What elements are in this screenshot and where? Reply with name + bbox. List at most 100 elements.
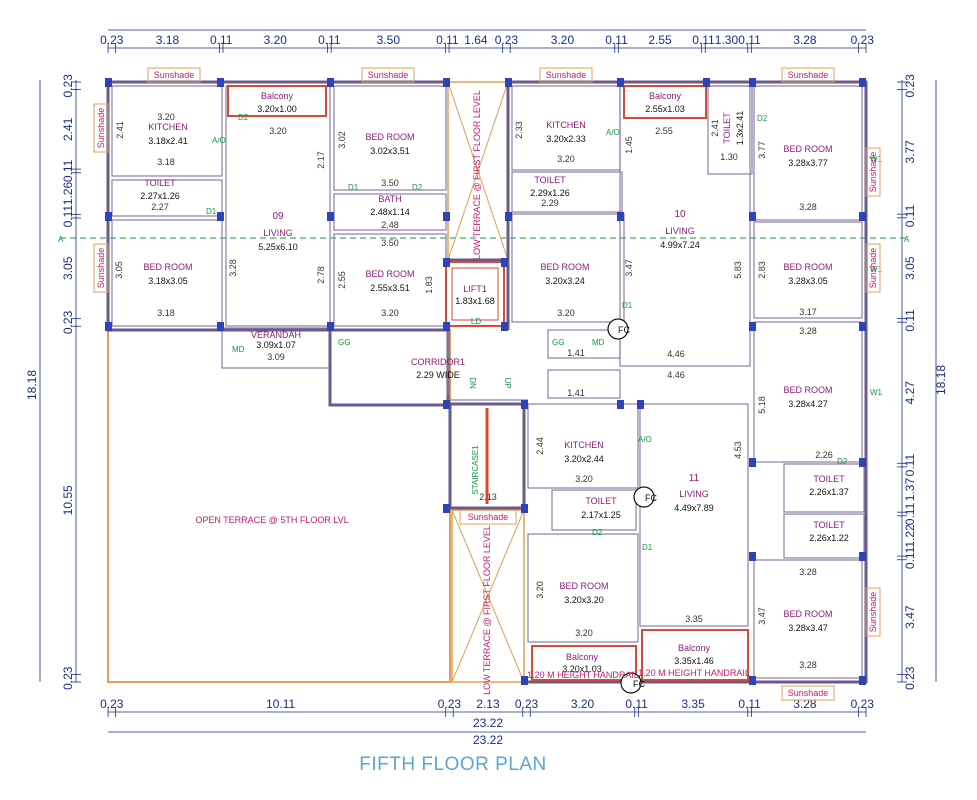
dim-k1b: 3.18: [157, 157, 175, 167]
right-dim-12: 0.23: [903, 666, 917, 690]
kitchen2-size: 3.20x2.33: [546, 134, 586, 144]
column-15: [749, 212, 756, 221]
bottom-dim-3: 2.13: [476, 697, 500, 711]
right-dim-5: 4.27: [903, 381, 917, 405]
toilet1-name: TOILET: [144, 178, 176, 188]
unit-11-number: 11: [689, 473, 700, 484]
right-dim-2: 0.11: [903, 204, 917, 227]
dim-corr-w-1: 1.41: [567, 348, 585, 358]
md-label-2: MD: [232, 345, 245, 354]
right-dim-1: 3.77: [903, 140, 917, 164]
top-dim-1: 3.18: [156, 33, 180, 47]
sunshade-4: Sunshade: [788, 70, 829, 80]
bottom-dim-1: 10.11: [266, 697, 295, 711]
sunshade-8: Sunshade: [868, 248, 878, 289]
dim-bed9b: 3.28: [799, 660, 817, 670]
balcony1-name: Balcony: [261, 91, 294, 101]
dim-corr-w-2: 1.41: [567, 388, 585, 398]
balcony2-size: 2.55x1.03: [645, 104, 685, 114]
dim-bed2v: 3.05: [114, 261, 124, 279]
dim-t2w: 1.30: [720, 152, 738, 162]
column-21: [501, 258, 508, 267]
top-dim-14: 0.11: [738, 33, 761, 47]
dim-k1h: 2.41: [115, 121, 125, 139]
bed4-size: 3.28x3.77: [788, 158, 828, 168]
kitchen1-size: 3.18x2.41: [148, 136, 188, 146]
toilet2-name: TOILET: [722, 112, 732, 144]
verandah-size: 3.09x1.07: [256, 340, 296, 350]
balcony3-size: 3.20x1.03: [562, 664, 602, 674]
left-dim-5: 3.05: [61, 256, 75, 280]
dim-bed8v: 3.20: [535, 581, 545, 599]
w1-label-1: W1: [870, 155, 883, 164]
top-dim-7: 1.64: [464, 33, 488, 47]
ao-label-2: A/O: [212, 136, 226, 145]
misc-labels: STAIRCASE1 DN UP LD GG GG MD MD A/O A/O …: [206, 113, 883, 552]
dim-bed1w: 3.50: [381, 178, 399, 188]
toilet1-size: 2.27x1.26: [140, 191, 180, 201]
bed3-size: 2.55x3.51: [370, 283, 410, 293]
top-dim-11: 2.55: [648, 33, 672, 47]
column-28: [521, 400, 528, 409]
balcony4-size: 3.35x1.46: [674, 656, 714, 666]
sunshade-9: Sunshade: [868, 592, 878, 633]
dim-t1b: 2.27: [151, 202, 169, 212]
column-11: [327, 212, 334, 221]
dim-bed8b: 3.20: [575, 628, 593, 638]
bottom-dim-0: 0.23: [100, 697, 124, 711]
open-terrace-label: OPEN TERRACE @ 5TH FLOOR LVL: [195, 515, 348, 525]
column-16: [859, 212, 866, 221]
column-19: [327, 322, 334, 331]
living9-name: LIVING: [263, 228, 293, 238]
column-18: [217, 322, 224, 331]
top-dim-9: 3.20: [551, 33, 575, 47]
sunshade-7: Sunshade: [868, 152, 878, 193]
d2-label-1: D2: [238, 113, 249, 122]
bottom-dim-2: 0.23: [438, 697, 462, 711]
column-23: [501, 322, 508, 331]
lift-name: LIFT1: [463, 284, 487, 294]
top-dim-6: 0.11: [436, 33, 459, 47]
ao-label-1: A/O: [638, 435, 652, 444]
bed8-size: 3.20x3.20: [564, 595, 604, 605]
sunshade-10: Sunshade: [788, 688, 829, 698]
dim-k2v: 2.33: [514, 121, 524, 139]
column-7: [749, 78, 756, 87]
dim-bed9w: 3.28: [799, 567, 817, 577]
toilet6-size: 2.26x1.22: [809, 533, 849, 543]
dim-liv9v3: 2.17: [316, 151, 326, 169]
column-20: [443, 258, 450, 267]
dim-bed4b: 3.28: [799, 202, 817, 212]
column-30: [637, 400, 644, 409]
bath1-size: 2.48x1.14: [370, 207, 410, 217]
corridor-size: 2.29 WIDE: [416, 370, 460, 380]
kitchen3-name: KITCHEN: [564, 440, 604, 450]
right-dim-4: 0.11: [903, 309, 917, 332]
md-label-1: MD: [592, 338, 605, 347]
d1-label-1: D1: [348, 183, 359, 192]
dim-k3v: 2.44: [535, 437, 545, 455]
d1-label-2: D1: [206, 207, 217, 216]
bottom-dim-9: 3.28: [793, 697, 817, 711]
right-dimension-chain: 0.233.770.113.050.114.270.111.370.111.22…: [897, 74, 948, 690]
dim-k2b: 3.20: [557, 154, 575, 164]
toilet3-size: 2.29x1.26: [530, 188, 570, 198]
right-dim-6: 0.11: [903, 454, 917, 477]
bottom-dim-10: 0.23: [851, 697, 875, 711]
column-4: [505, 78, 512, 87]
w1-label-2: W1: [870, 265, 883, 274]
dim-liv11v: 4.53: [733, 441, 743, 459]
kitchen3-size: 3.20x2.44: [564, 454, 604, 464]
sunshade-6: Sunshade: [96, 248, 106, 289]
sunshades: Sunshade Sunshade Sunshade Sunshade Suns…: [93, 67, 881, 701]
column-33: [443, 504, 450, 513]
column-10: [217, 212, 224, 221]
grid-marker-left: A: [58, 235, 64, 244]
interior-dimensions: 3.20 3.18 2.41 3.20 3.50 3.02 3.28 2.78 …: [114, 112, 833, 670]
d1-label-4: D1: [642, 543, 653, 552]
dim-bath-w: 2.48: [381, 220, 399, 230]
column-32: [859, 458, 866, 467]
toilet2-size: 1.3x2.41: [735, 111, 745, 146]
column-1: [217, 78, 224, 87]
overall-width-label: 23.22: [473, 716, 503, 730]
